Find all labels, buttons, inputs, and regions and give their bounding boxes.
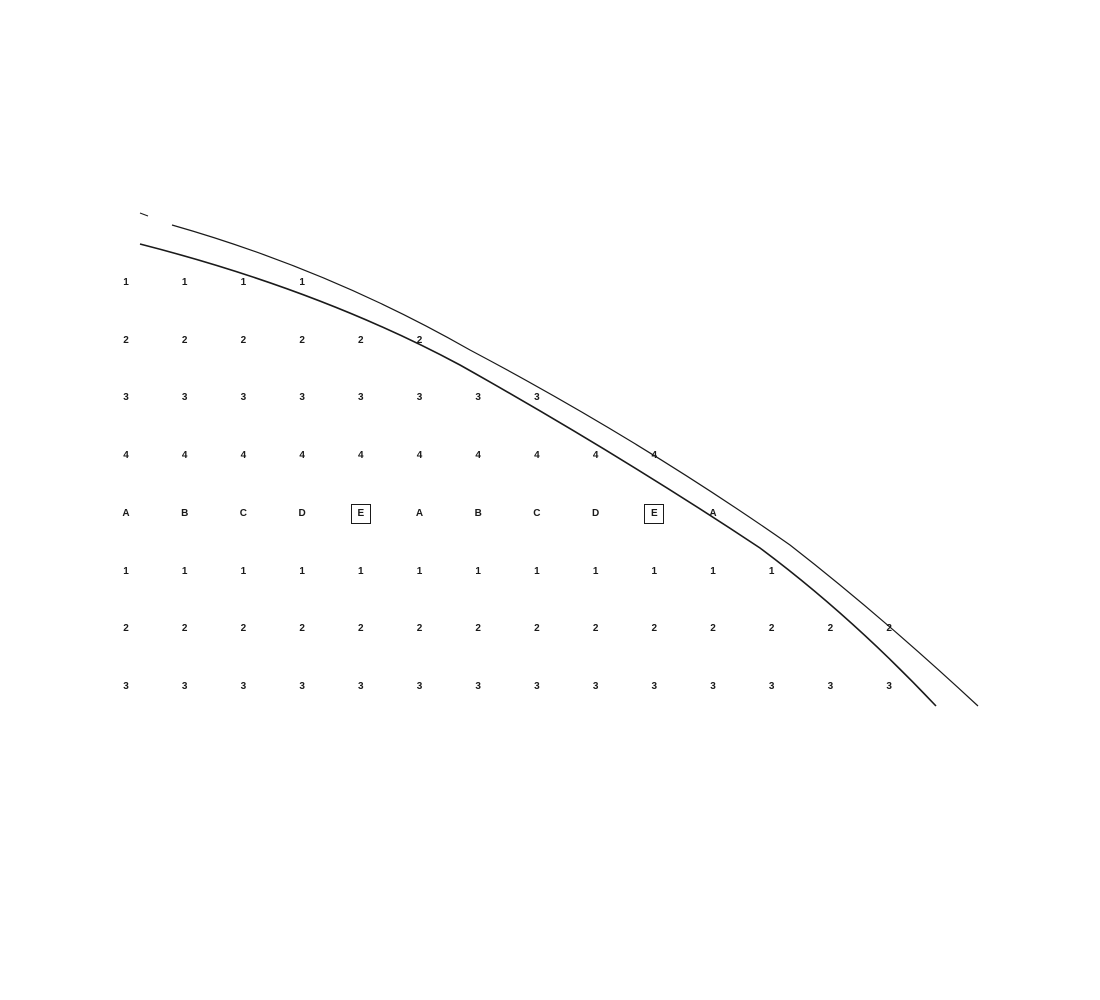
grid-label: 3 [181,680,188,692]
grid-label: 2 [240,623,247,635]
grid-label: 4 [416,450,423,462]
grid-label: A [415,507,424,519]
grid-label: 2 [123,334,129,346]
grid-label: 4 [240,450,247,462]
grid-label: 1 [299,277,305,288]
grid-label: 4 [592,450,599,462]
grid-label: 1 [240,277,247,288]
boxed-grid-label: E [644,503,665,524]
grid-label: 2 [416,623,423,635]
grid-label: 1 [240,565,247,577]
grid-label: 3 [886,680,892,692]
grid-label: 1 [475,565,481,577]
grid-label: 1 [710,565,716,577]
grid-label: 1 [416,565,423,577]
grid-label: 2 [827,623,834,635]
grid-label: 3 [475,392,481,404]
grid-label: 1 [123,277,129,288]
grid-label: 1 [768,565,775,577]
grid-label: 2 [651,623,658,635]
grid-label: 3 [651,680,658,692]
grid-label: 3 [358,392,364,404]
grid-label: A [122,507,130,519]
grid-label: 2 [534,623,540,635]
grid-label: 2 [181,623,188,635]
grid-label: 2 [299,334,305,346]
grid-label: 2 [886,623,892,635]
grid-label: C [239,507,247,519]
grid-label: A [709,507,717,519]
grid-label: 3 [299,680,305,692]
grid-label: D [591,507,600,519]
grid-label: 1 [592,565,599,577]
grid-label: 4 [299,450,305,462]
grid-label: 2 [358,623,364,635]
inner-arc-line [139,243,937,707]
grid-label: 4 [181,450,188,462]
grid-label: 3 [827,680,834,692]
grid-label: 1 [181,565,188,577]
grid-label: D [298,507,306,519]
grid-label: 3 [416,392,423,404]
grid-label: 2 [416,334,423,346]
grid-label: 2 [123,623,129,635]
grid-label: 3 [416,680,423,692]
grid-label: 2 [358,334,364,346]
grid-label: 2 [240,334,247,346]
grid-label: 3 [534,392,540,404]
grid-label: 3 [123,680,129,692]
grid-label: 1 [123,565,129,577]
grid-label: 1 [181,277,188,288]
grid-label: 2 [475,623,481,635]
grid-label: 1 [358,565,364,577]
grid-label: 4 [358,450,364,462]
grid-label: 4 [534,450,540,462]
grid-label: 4 [651,450,658,462]
grid-label: 3 [240,392,247,404]
grid-label: 3 [299,392,305,404]
grid-label: 3 [358,680,364,692]
grid-label: 2 [299,623,305,635]
grid-label: B [474,507,482,519]
grid-label: 2 [710,623,716,635]
grid-label: 3 [181,392,188,404]
outer-arc-line [171,224,979,707]
grid-label: 4 [123,450,129,462]
grid-label: B [181,507,189,519]
grid-label: 2 [592,623,599,635]
grid-label: 2 [768,623,775,635]
grid-label: 3 [240,680,247,692]
grid-label: 1 [651,565,658,577]
grid-label: 1 [299,565,305,577]
grid-label: 3 [592,680,599,692]
boxed-grid-label: E [350,503,371,524]
grid-label: 3 [475,680,481,692]
grid-label: 3 [768,680,775,692]
grid-label: 3 [534,680,540,692]
grid-label: 3 [123,392,129,404]
outer-arc-fragment [139,212,149,217]
grid-label: 3 [710,680,716,692]
grid-label: 1 [534,565,540,577]
grid-label: 4 [475,450,481,462]
grid-label: C [533,507,541,519]
grid-label: 2 [181,334,188,346]
